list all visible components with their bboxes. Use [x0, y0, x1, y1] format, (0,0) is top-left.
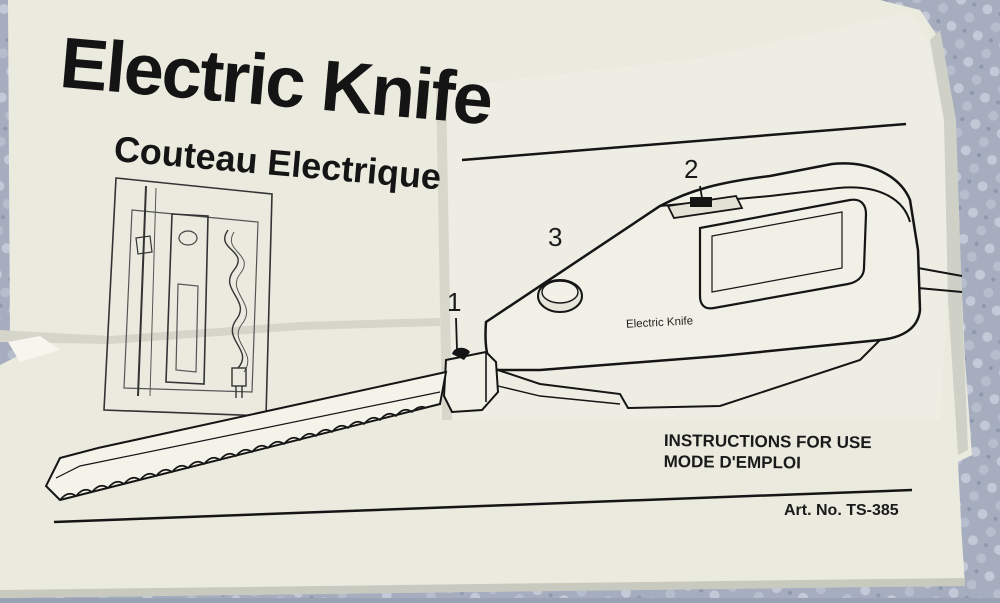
instructions-line-fr: MODE D'EMPLOI — [663, 451, 801, 473]
callout-2: 2 — [684, 154, 699, 184]
instructions-line-en: INSTRUCTIONS FOR USE — [663, 430, 872, 453]
callout-1: 1 — [447, 287, 462, 317]
article-number: Art. No. TS-385 — [784, 502, 899, 519]
electric-knife-diagram — [44, 162, 963, 502]
instructions-heading: INSTRUCTIONS FOR USE MODE D'EMPLOI — [664, 430, 872, 474]
callout-3: 3 — [548, 222, 563, 252]
